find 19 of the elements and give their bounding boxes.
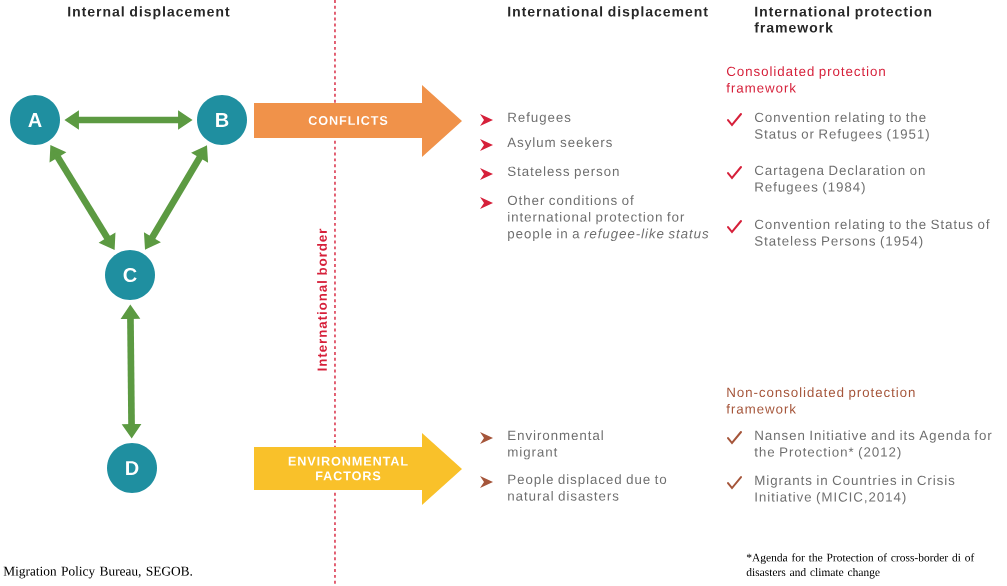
- list-item: Environmental migrant: [508, 430, 603, 460]
- list-item: Refugees: [508, 112, 571, 125]
- list-item: Asylum seekers: [507, 137, 612, 150]
- list-item: Migrants in Countries in Crisis Initiative (MICIC,2014): [755, 475, 955, 505]
- list-item: Cartagena Declaration on Refugees (1984): [754, 165, 925, 195]
- column-heading: Internal displacement: [68, 6, 230, 20]
- column-heading: International displacement: [508, 6, 708, 20]
- list-item: Other conditions of international protection for people in a refugee-like status: [507, 195, 709, 242]
- list-item: People displaced due to natural disasters: [508, 474, 667, 501]
- source-note: Migration Policy Bureau, SEGOB.: [3, 566, 192, 579]
- list-item: Convention relating to the Status of Stateless Persons (1954): [754, 219, 990, 249]
- section-heading: Consolidated protection framework: [726, 66, 885, 93]
- footnote: *Agenda for the Protection of cross-border di of disasters and climate change: [746, 553, 975, 579]
- list-item: Stateless person: [507, 166, 619, 179]
- border-label: International border: [317, 228, 327, 371]
- column-heading: International protection framework: [754, 6, 932, 33]
- list-item: Nansen Initiative and its Agenda for the Protection* (2012): [754, 430, 992, 460]
- section-heading: Non-consolidated protection framework: [726, 387, 915, 414]
- list-item: Convention relating to the Status or Refugees (1951): [754, 112, 929, 142]
